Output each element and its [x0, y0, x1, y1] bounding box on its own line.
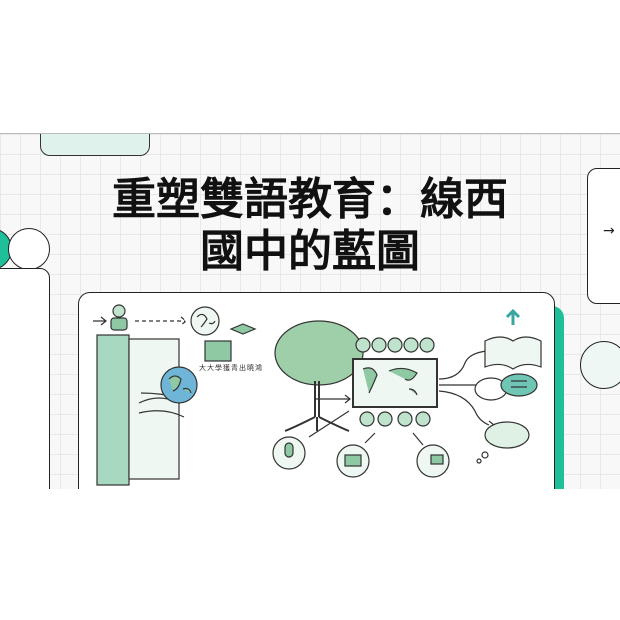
door-icon	[96, 334, 130, 486]
arrow-right-icon[interactable]: →	[603, 223, 615, 239]
previous-slide-card[interactable]	[0, 268, 50, 489]
graduation-cap-icon	[229, 323, 257, 335]
slide-title: 重塑雙語教育：線西 國中的藍圖	[0, 174, 620, 278]
person-icon	[112, 304, 126, 318]
illustration-card: 大大學獲青出曉鴻	[78, 292, 555, 489]
arrow-icon	[93, 316, 107, 326]
thought-bubble-icon	[484, 421, 530, 449]
slide: → 重塑雙語教育：線西 國中的藍圖	[0, 133, 620, 489]
title-line-1: 重塑雙語教育：線西	[112, 174, 508, 225]
world-map-icon	[352, 358, 438, 408]
illustration-drawing	[93, 304, 542, 486]
illustration-caption: 大大學獲青出曉鴻	[199, 364, 263, 372]
open-book-icon	[484, 336, 542, 370]
students-group	[355, 337, 435, 353]
decorative-circle-right	[580, 341, 620, 389]
decorative-white-circle	[8, 228, 50, 270]
students-group-bottom	[359, 411, 431, 427]
tree-icon	[274, 320, 364, 386]
next-slide-card[interactable]: →	[587, 168, 620, 304]
decorative-mint-card	[40, 134, 150, 156]
speech-bubble-icon	[500, 373, 538, 397]
building-icon	[204, 340, 232, 362]
title-line-2: 國中的藍圖	[200, 226, 420, 277]
dashed-arrow	[135, 316, 187, 326]
arrow-icon	[315, 394, 351, 404]
arrow-up-icon	[505, 308, 521, 325]
